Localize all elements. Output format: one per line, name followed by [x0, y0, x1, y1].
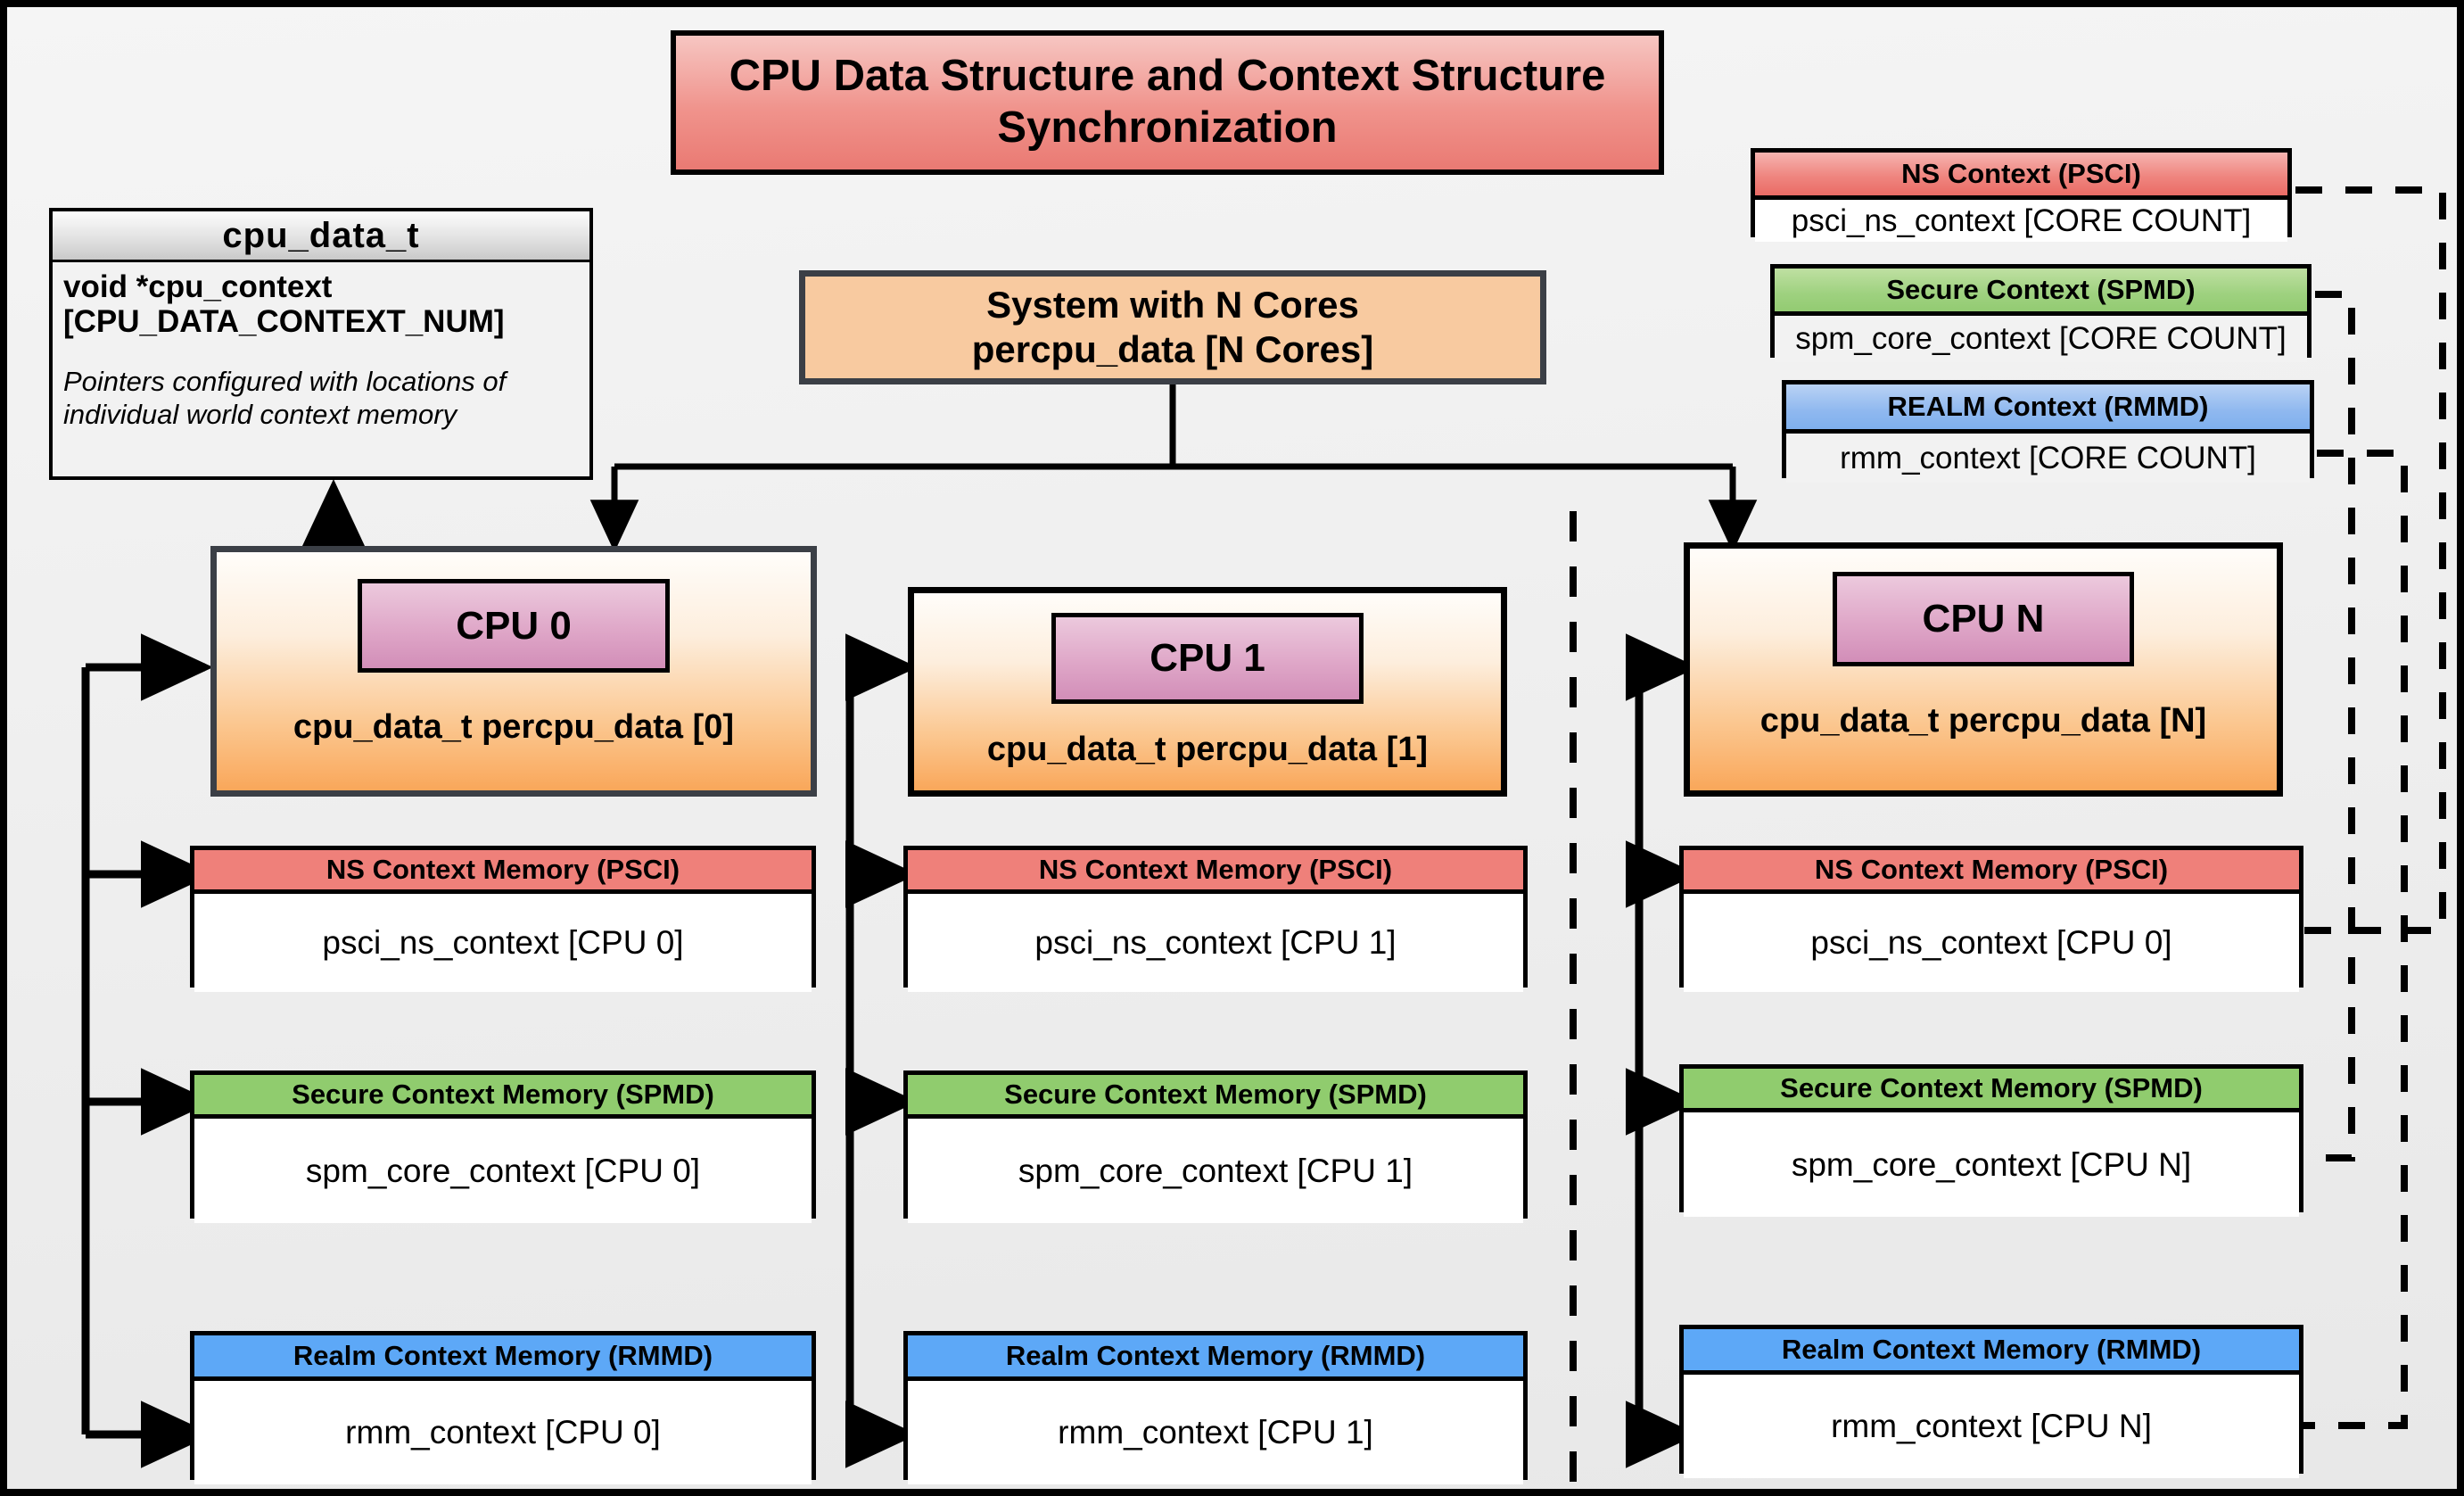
cpu-data-t-header: cpu_data_t	[53, 211, 589, 262]
cpun-ns-body: psci_ns_context [CPU 0]	[1684, 894, 2299, 992]
cpu1-realm-header: Realm Context Memory (RMMD)	[908, 1335, 1523, 1381]
cpu-data-t-note: Pointers configured with locations of in…	[63, 366, 507, 430]
system-to-cpu-tree	[589, 384, 1758, 552]
cpu-data-t-body: void *cpu_context [CPU_DATA_CONTEXT_NUM]…	[53, 262, 589, 432]
cpu1-secure-context-memory: Secure Context Memory (SPMD) spm_core_co…	[903, 1070, 1528, 1223]
cpu-label-0: cpu_data_t percpu_data [0]	[293, 708, 735, 746]
cpu1-realm-body: rmm_context [CPU 1]	[908, 1381, 1523, 1484]
cpu0-ns-context-memory: NS Context Memory (PSCI) psci_ns_context…	[190, 846, 816, 992]
realm-context-link	[2300, 450, 2408, 1429]
cpu1-ns-header: NS Context Memory (PSCI)	[908, 850, 1523, 894]
global-context-realm: REALM Context (RMMD) rmm_context [CORE C…	[1782, 380, 2314, 483]
cpu-chip-0: CPU 0	[358, 579, 670, 673]
cpu-box-n: CPU N cpu_data_t percpu_data [N]	[1684, 542, 2283, 797]
cpu0-secure-body: spm_core_context [CPU 0]	[194, 1119, 812, 1223]
cpu1-secure-header: Secure Context Memory (SPMD)	[908, 1075, 1523, 1119]
global-context-secure: Secure Context (SPMD) spm_core_context […	[1770, 264, 2312, 362]
system-line-1: System with N Cores	[986, 284, 1359, 326]
cpu-chip-n: CPU N	[1833, 572, 2134, 666]
cpu-box-1: CPU 1 cpu_data_t percpu_data [1]	[908, 587, 1507, 797]
cpun-realm-context-memory: Realm Context Memory (RMMD) rmm_context …	[1679, 1325, 2303, 1478]
cpu0-ns-body: psci_ns_context [CPU 0]	[194, 894, 812, 992]
cpu-data-t-field: void *cpu_context [CPU_DATA_CONTEXT_NUM]	[63, 269, 505, 340]
cpu1-realm-context-memory: Realm Context Memory (RMMD) rmm_context …	[903, 1331, 1528, 1484]
cpun-secure-context-memory: Secure Context Memory (SPMD) spm_core_co…	[1679, 1064, 2303, 1217]
cpu0-secure-header: Secure Context Memory (SPMD)	[194, 1075, 812, 1119]
cpu0-secure-context-memory: Secure Context Memory (SPMD) spm_core_co…	[190, 1070, 816, 1223]
cpu-data-t-struct: cpu_data_t void *cpu_context [CPU_DATA_C…	[49, 208, 593, 480]
cpu1-ns-context-memory: NS Context Memory (PSCI) psci_ns_context…	[903, 846, 1528, 992]
cpu1-pointer-bracket	[845, 633, 918, 1468]
cpun-realm-header: Realm Context Memory (RMMD)	[1684, 1329, 2299, 1375]
global-context-ns-body: psci_ns_context [CORE COUNT]	[1755, 200, 2287, 242]
cpun-secure-header: Secure Context Memory (SPMD)	[1684, 1069, 2299, 1112]
global-context-realm-body: rmm_context [CORE COUNT]	[1786, 434, 2310, 483]
cpun-ns-context-memory: NS Context Memory (PSCI) psci_ns_context…	[1679, 846, 2303, 992]
cpun-pointer-bracket	[1626, 633, 1698, 1468]
system-line-2: percpu_data [N Cores]	[971, 328, 1374, 370]
cpu0-ns-header: NS Context Memory (PSCI)	[194, 850, 812, 894]
page-title: CPU Data Structure and Context Structure…	[671, 30, 1664, 175]
cpu-box-0: CPU 0 cpu_data_t percpu_data [0]	[210, 546, 817, 797]
cpun-secure-body: spm_core_context [CPU N]	[1684, 1112, 2299, 1217]
cpu0-realm-context-memory: Realm Context Memory (RMMD) rmm_context …	[190, 1331, 816, 1484]
cpu0-realm-header: Realm Context Memory (RMMD)	[194, 1335, 812, 1381]
cpu-label-1: cpu_data_t percpu_data [1]	[986, 731, 1429, 768]
cpu-chip-1: CPU 1	[1051, 613, 1364, 704]
cpu1-ns-body: psci_ns_context [CPU 1]	[908, 894, 1523, 992]
global-context-realm-header: REALM Context (RMMD)	[1786, 384, 2310, 434]
cpu1-secure-body: spm_core_context [CPU 1]	[908, 1119, 1523, 1223]
cpu-label-n: cpu_data_t percpu_data [N]	[1759, 702, 2207, 740]
cpu0-pointer-bracket	[81, 633, 213, 1468]
ns-context-link	[2295, 186, 2446, 934]
cpu0-realm-body: rmm_context [CPU 0]	[194, 1381, 812, 1484]
cpun-ns-header: NS Context Memory (PSCI)	[1684, 850, 2299, 894]
global-context-ns: NS Context (PSCI) psci_ns_context [CORE …	[1751, 148, 2292, 242]
global-context-links	[2264, 186, 2446, 1429]
global-context-secure-header: Secure Context (SPMD)	[1775, 269, 2307, 316]
global-context-secure-body: spm_core_context [CORE COUNT]	[1775, 316, 2307, 362]
global-context-ns-header: NS Context (PSCI)	[1755, 153, 2287, 200]
cpun-realm-body: rmm_context [CPU N]	[1684, 1375, 2299, 1478]
system-box: System with N Cores percpu_data [N Cores…	[799, 270, 1546, 384]
